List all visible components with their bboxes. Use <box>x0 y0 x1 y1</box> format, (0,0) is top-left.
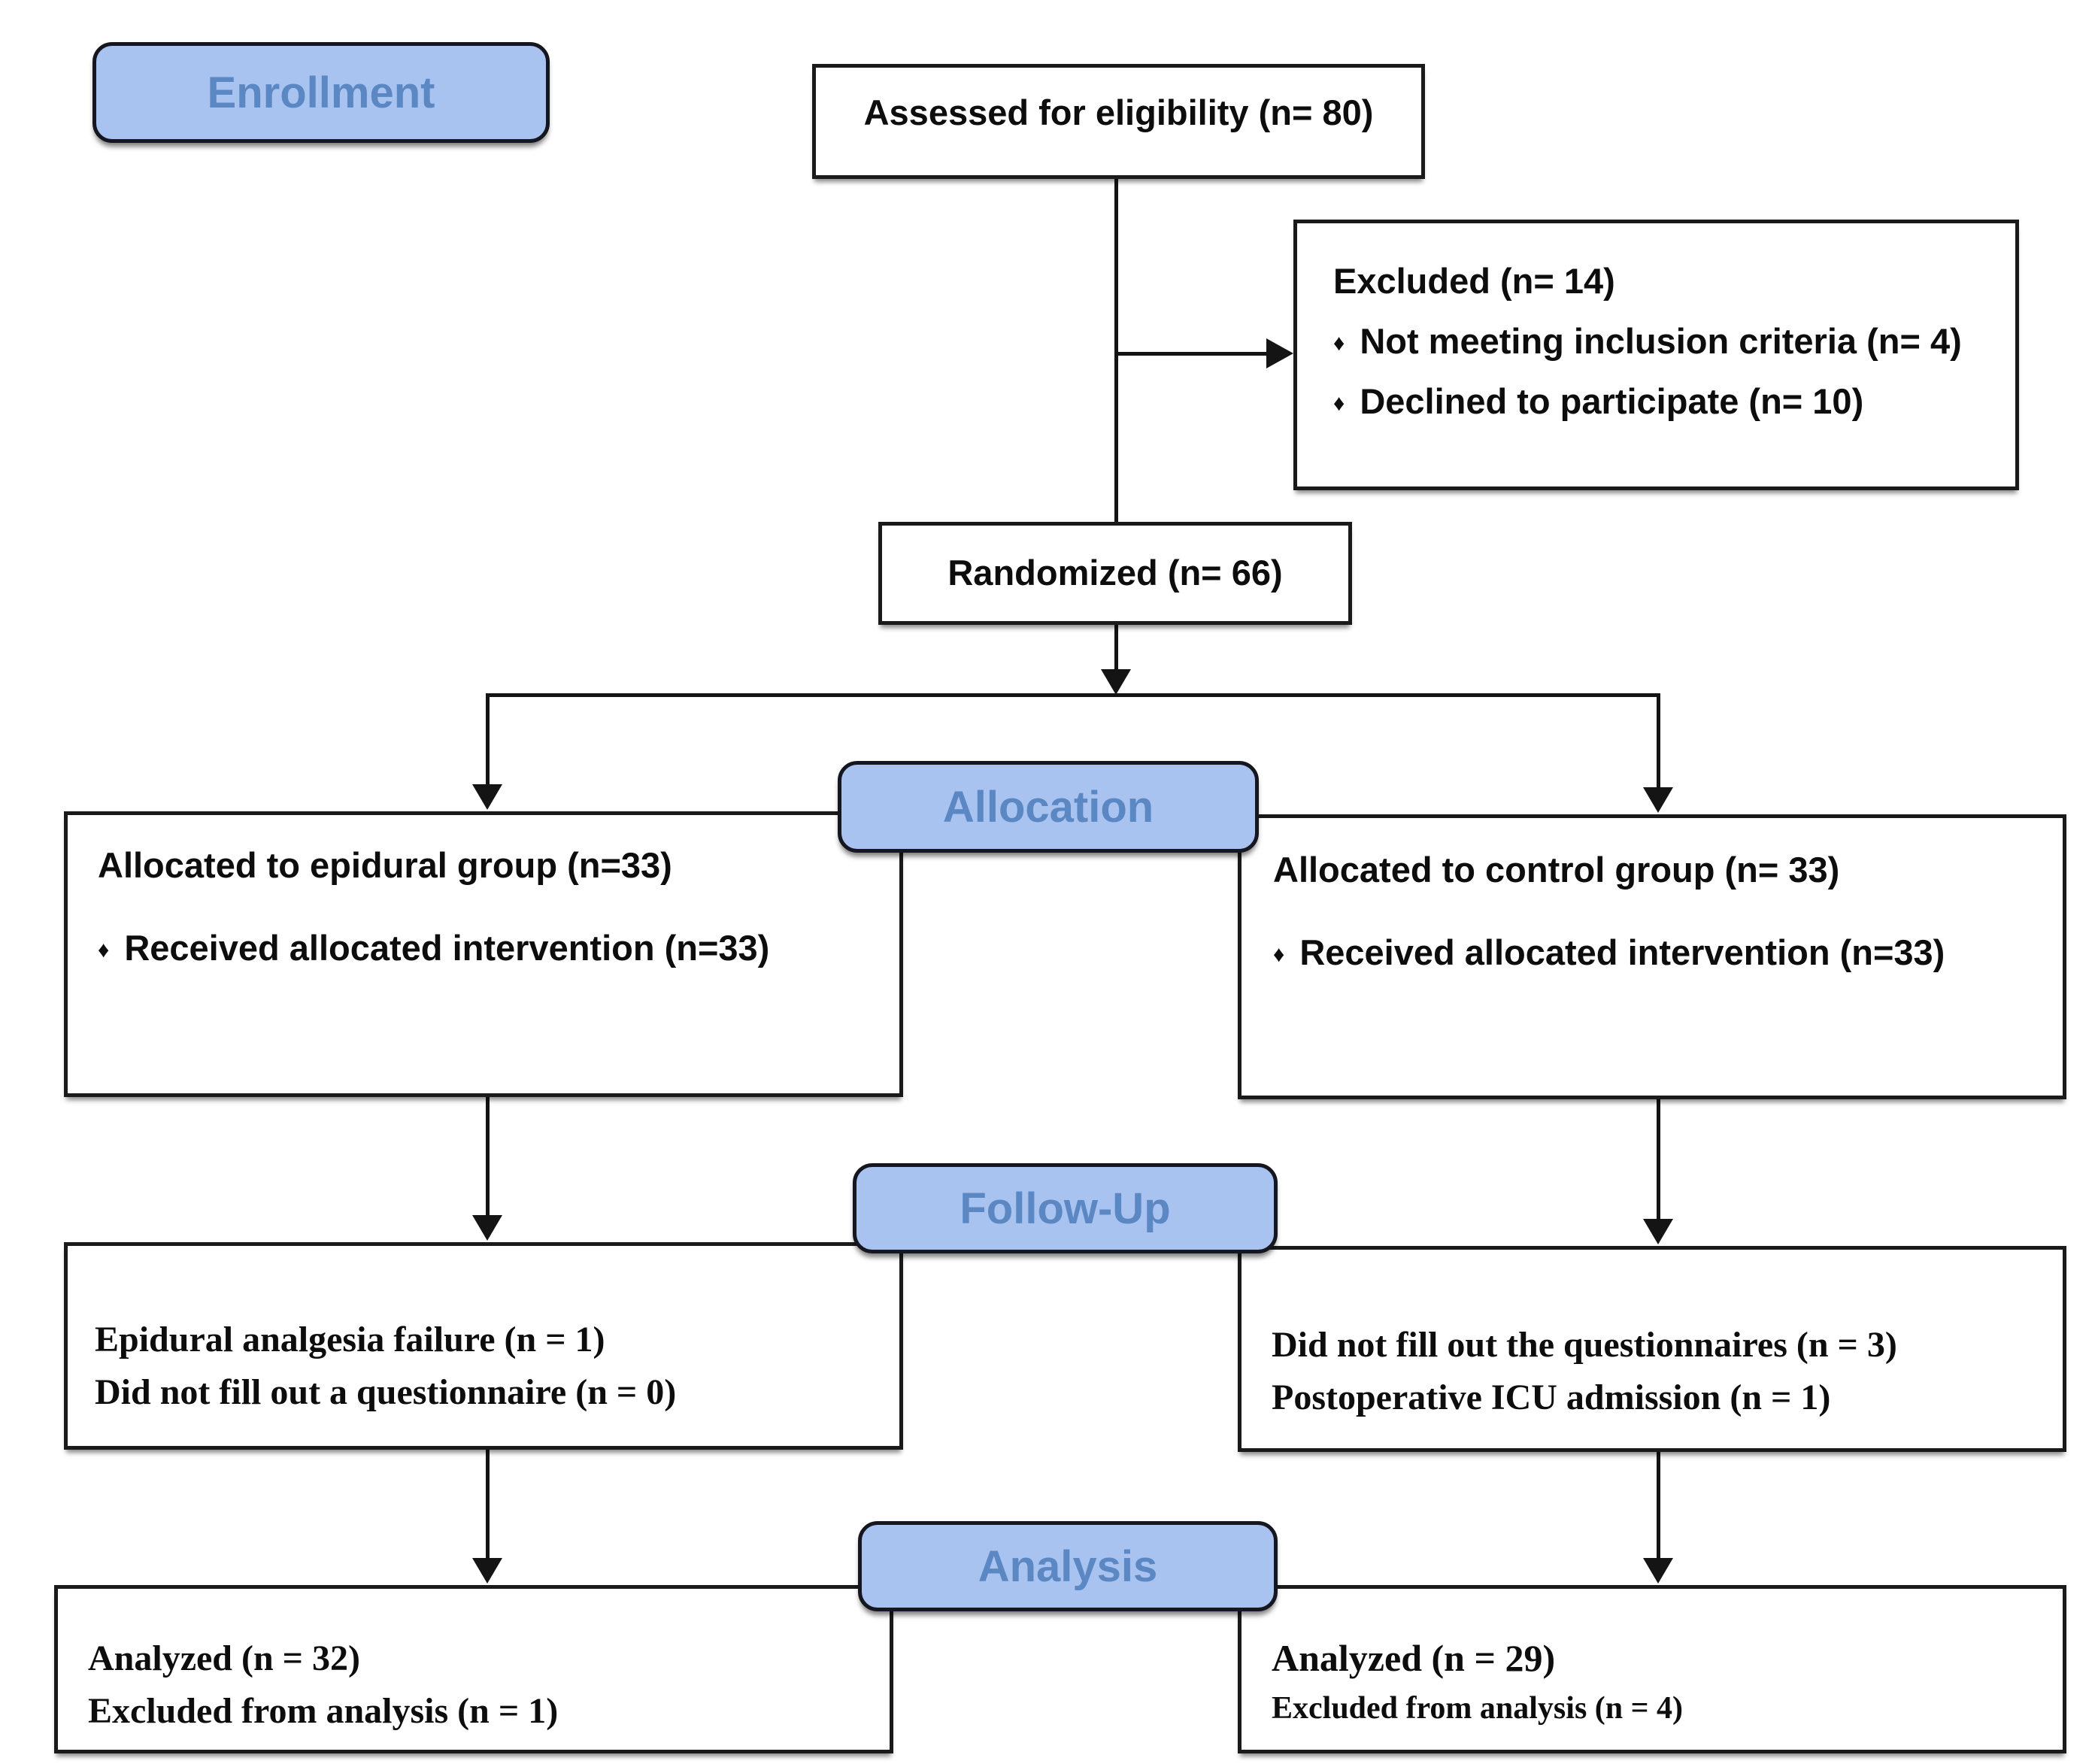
arrowhead-into-control-followup-icon <box>1643 1219 1673 1244</box>
connector-randomized-to-split <box>1114 625 1118 671</box>
box-followup-control: Did not fill out the questionnaires (n =… <box>1238 1246 2066 1452</box>
arrowhead-into-excluded-icon <box>1266 338 1293 368</box>
connector-split-to-epidural <box>486 693 490 785</box>
connector-control-to-followup <box>1657 1099 1660 1220</box>
stage-pill-enrollment: Enrollment <box>92 42 550 143</box>
bullet-text: Not meeting inclusion criteria (n= 4) <box>1360 321 1962 362</box>
box-analysis-control: Analyzed (n = 29) Excluded from analysis… <box>1238 1585 2066 1753</box>
box-excluded: Excluded (n= 14) ♦ Not meeting inclusion… <box>1293 220 2019 490</box>
arrowhead-into-split-icon <box>1101 669 1131 695</box>
box-assessed-eligibility: Assessed for eligibility (n= 80) <box>812 64 1425 179</box>
box-allocated-control: Allocated to control group (n= 33) ♦ Rec… <box>1238 814 2066 1099</box>
connector-epidural-to-analysis <box>486 1450 490 1560</box>
box-line: Did not fill out the questionnaires (n =… <box>1272 1325 1897 1365</box>
box-title: Allocated to control group (n= 33) <box>1273 850 1840 890</box>
box-title: Allocated to epidural group (n=33) <box>98 845 672 885</box>
box-line: Epidural analgesia failure (n = 1) <box>95 1320 605 1359</box>
bullet-item: ♦ Received allocated intervention (n=33) <box>98 928 877 968</box>
bullet-item: ♦ Not meeting inclusion criteria (n= 4) <box>1333 321 1985 362</box>
connector-branch-to-excluded <box>1116 352 1271 356</box>
box-allocated-epidural: Allocated to epidural group (n=33) ♦ Rec… <box>64 811 903 1097</box>
box-line: Postoperative ICU admission (n = 1) <box>1272 1377 1831 1417</box>
connector-control-to-analysis <box>1657 1452 1660 1560</box>
box-text: Assessed for eligibility (n= 80) <box>863 92 1374 133</box>
box-line: Excluded from analysis (n = 1) <box>88 1690 559 1731</box>
diamond-bullet-icon: ♦ <box>1333 391 1345 417</box>
arrowhead-into-control-analysis-icon <box>1643 1558 1673 1584</box>
connector-split-to-control <box>1657 693 1660 788</box>
diamond-bullet-icon: ♦ <box>98 938 110 963</box>
arrowhead-into-epidural-allocation-icon <box>472 784 502 810</box>
stage-pill-analysis: Analysis <box>858 1521 1278 1611</box>
stage-pill-allocation: Allocation <box>838 761 1259 853</box>
box-line: Excluded from analysis (n = 4) <box>1272 1690 1684 1726</box>
stage-label: Allocation <box>942 782 1154 832</box>
connector-epidural-to-followup <box>486 1097 490 1217</box>
stage-pill-followup: Follow-Up <box>853 1163 1278 1253</box>
stage-label: Analysis <box>978 1541 1158 1591</box>
arrowhead-into-epidural-followup-icon <box>472 1215 502 1241</box>
box-line: Did not fill out a questionnaire (n = 0) <box>95 1371 677 1412</box>
diamond-bullet-icon: ♦ <box>1273 942 1285 968</box>
bullet-item: ♦ Declined to participate (n= 10) <box>1333 381 1985 422</box>
box-text: Randomized (n= 66) <box>947 553 1283 593</box>
arrowhead-into-epidural-analysis-icon <box>472 1558 502 1584</box>
bullet-text: Declined to participate (n= 10) <box>1360 381 1864 422</box>
bullet-text: Received allocated intervention (n=33) <box>1299 932 1945 973</box>
box-analysis-epidural: Analyzed (n = 32) Excluded from analysis… <box>54 1585 893 1753</box>
bullet-item: ♦ Received allocated intervention (n=33) <box>1273 932 2040 973</box>
box-line: Analyzed (n = 29) <box>1272 1637 1556 1679</box>
bullet-text: Received allocated intervention (n=33) <box>124 928 770 968</box>
stage-label: Follow-Up <box>960 1184 1171 1233</box>
diamond-bullet-icon: ♦ <box>1333 331 1345 356</box>
box-randomized: Randomized (n= 66) <box>878 522 1352 625</box>
connector-split-horizontal <box>486 693 1660 697</box>
box-line: Analyzed (n = 32) <box>88 1638 361 1678</box>
arrowhead-into-control-allocation-icon <box>1643 787 1673 813</box>
stage-label: Enrollment <box>207 68 435 117</box>
box-followup-epidural: Epidural analgesia failure (n = 1) Did n… <box>64 1242 903 1450</box>
box-title: Excluded (n= 14) <box>1333 261 1615 301</box>
